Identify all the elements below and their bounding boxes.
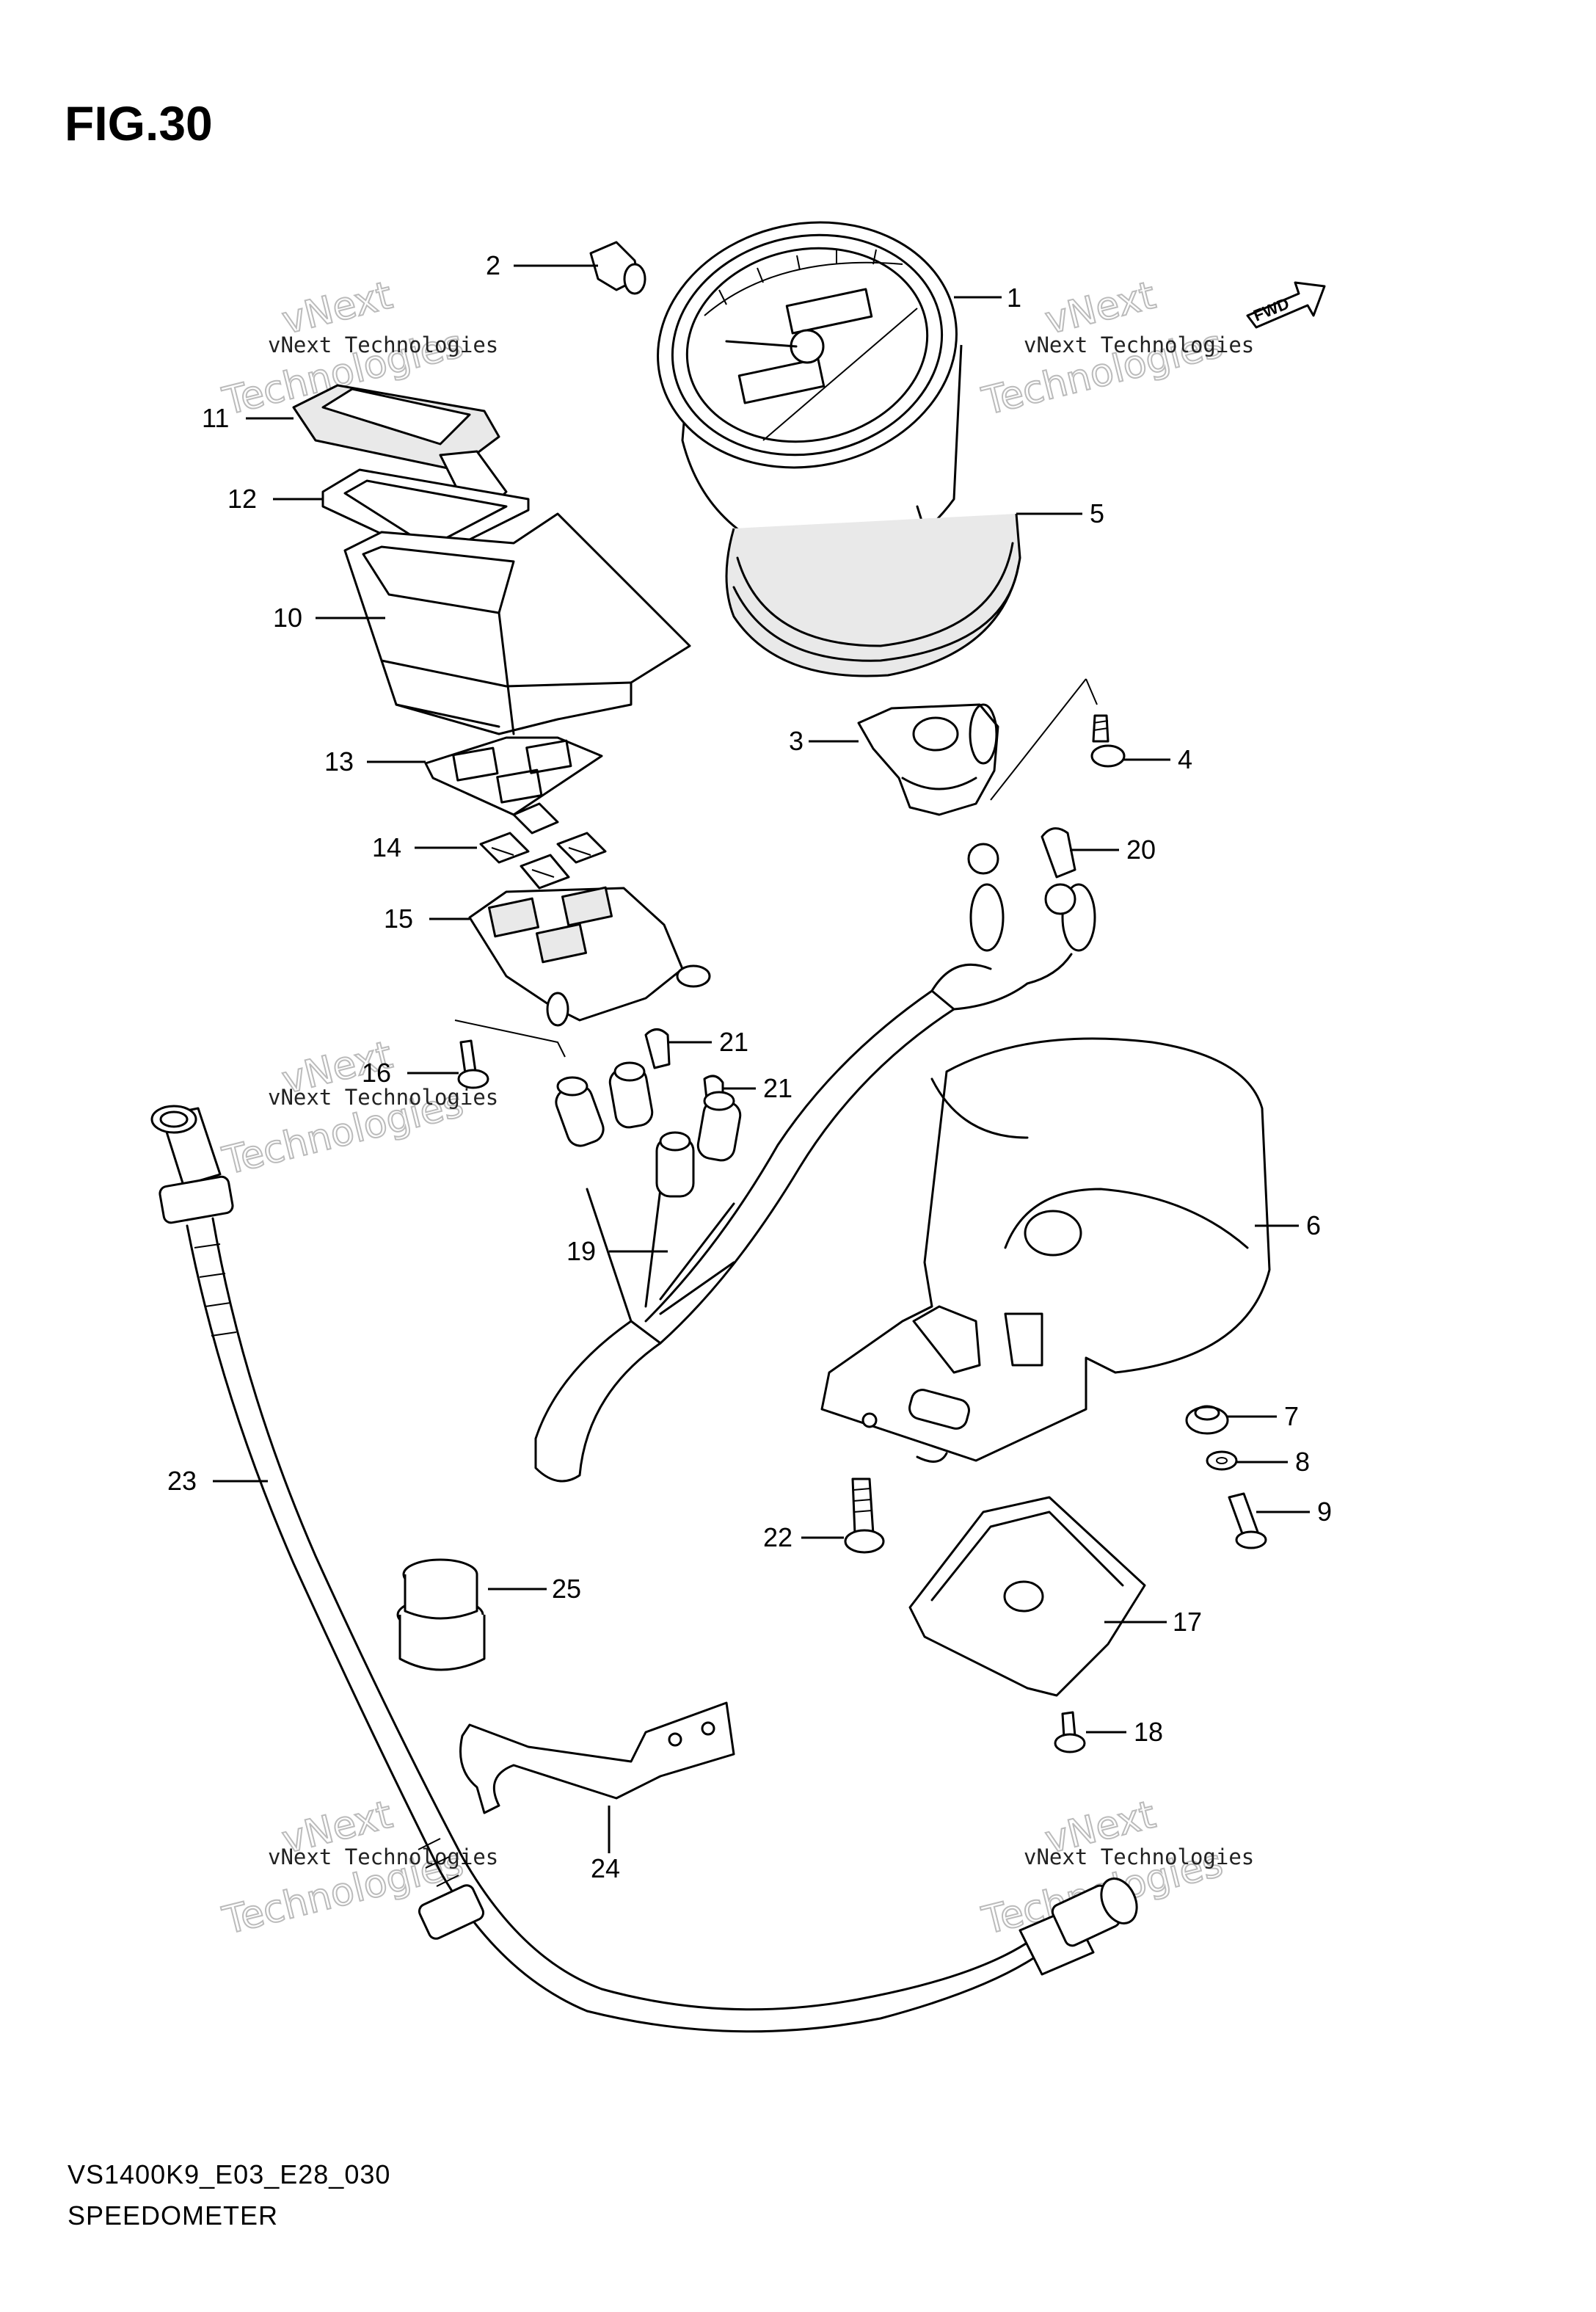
indicator-housing-part: [468, 886, 711, 1027]
callout-10: 10: [273, 603, 302, 633]
callout-23: 23: [167, 1466, 197, 1496]
screw-4-part: [990, 678, 1126, 801]
watermark-text: vNext Technologies: [1024, 1844, 1254, 1869]
indicator-plate-part: [424, 736, 603, 816]
cable-clamp-part: [459, 1701, 735, 1814]
screw-18-part: [1054, 1711, 1086, 1753]
callout-22: 22: [763, 1522, 792, 1552]
callout-7: 7: [1284, 1401, 1299, 1431]
meter-bracket-part: [857, 703, 999, 816]
watermark-text: vNext Technologies: [268, 1085, 498, 1110]
meter-case-part: [820, 1037, 1271, 1463]
bulb-socket-part: [589, 241, 646, 295]
callout-25: 25: [552, 1574, 581, 1604]
callout-11: 11: [202, 403, 229, 433]
watermark-text: vNext Technologies: [1024, 332, 1254, 357]
bulb-21a-part: [644, 1028, 671, 1069]
indicator-case-part: [343, 512, 691, 735]
callout-16: 16: [362, 1058, 391, 1088]
speedometer-cable-part: [150, 1105, 1138, 2033]
figure-title: FIG.30: [65, 96, 213, 150]
callout-21b: 21: [763, 1073, 792, 1103]
callout-13: 13: [324, 746, 354, 777]
callout-5: 5: [1090, 498, 1104, 528]
callout-9: 9: [1317, 1497, 1332, 1527]
grommet-7-part: [1185, 1405, 1229, 1435]
callout-8: 8: [1295, 1447, 1310, 1477]
callout-14: 14: [372, 832, 401, 862]
grommet-25-part: [396, 1558, 486, 1671]
speedometer-head-part: [657, 221, 963, 567]
wiring-harness-part: [534, 843, 1096, 1483]
rubber-ring-part: [725, 513, 1021, 677]
bolt-22-part: [844, 1477, 885, 1554]
bolt-9-part: [1228, 1492, 1267, 1549]
screw-16-part: [454, 1019, 566, 1089]
callout-3: 3: [789, 726, 804, 756]
fwd-arrow-icon: FWD: [1246, 281, 1326, 329]
section-name-label: SPEEDOMETER: [68, 2200, 279, 2231]
watermark-mid-left: Technologies vNext vNext Technologies: [218, 1033, 499, 1185]
watermark-text: vNext Technologies: [268, 332, 498, 357]
callout-24: 24: [591, 1853, 620, 1883]
callout-20: 20: [1126, 835, 1156, 865]
watermark-text: vNext Technologies: [268, 1844, 498, 1869]
callout-17: 17: [1173, 1607, 1202, 1637]
callout-4: 4: [1178, 744, 1192, 774]
callout-18: 18: [1134, 1717, 1163, 1747]
model-code-label: VS1400K9_E03_E28_030: [68, 2159, 391, 2189]
callout-19: 19: [566, 1236, 596, 1266]
bulb-20-part: [1041, 827, 1076, 879]
lower-cover-part: [908, 1496, 1146, 1697]
callout-1: 1: [1007, 283, 1021, 313]
callout-6: 6: [1306, 1210, 1321, 1240]
callout-12: 12: [227, 484, 257, 514]
callout-15: 15: [384, 904, 413, 934]
indicator-filters-part: [479, 802, 607, 890]
washer-8-part: [1206, 1450, 1238, 1471]
callout-21a: 21: [719, 1027, 748, 1057]
callout-2: 2: [486, 250, 500, 280]
callout-group: 1 2 3 4 5 6 7 8 9 10 11 12 13 14 15 16 1: [167, 250, 1332, 1883]
gasket-part: [321, 468, 530, 559]
